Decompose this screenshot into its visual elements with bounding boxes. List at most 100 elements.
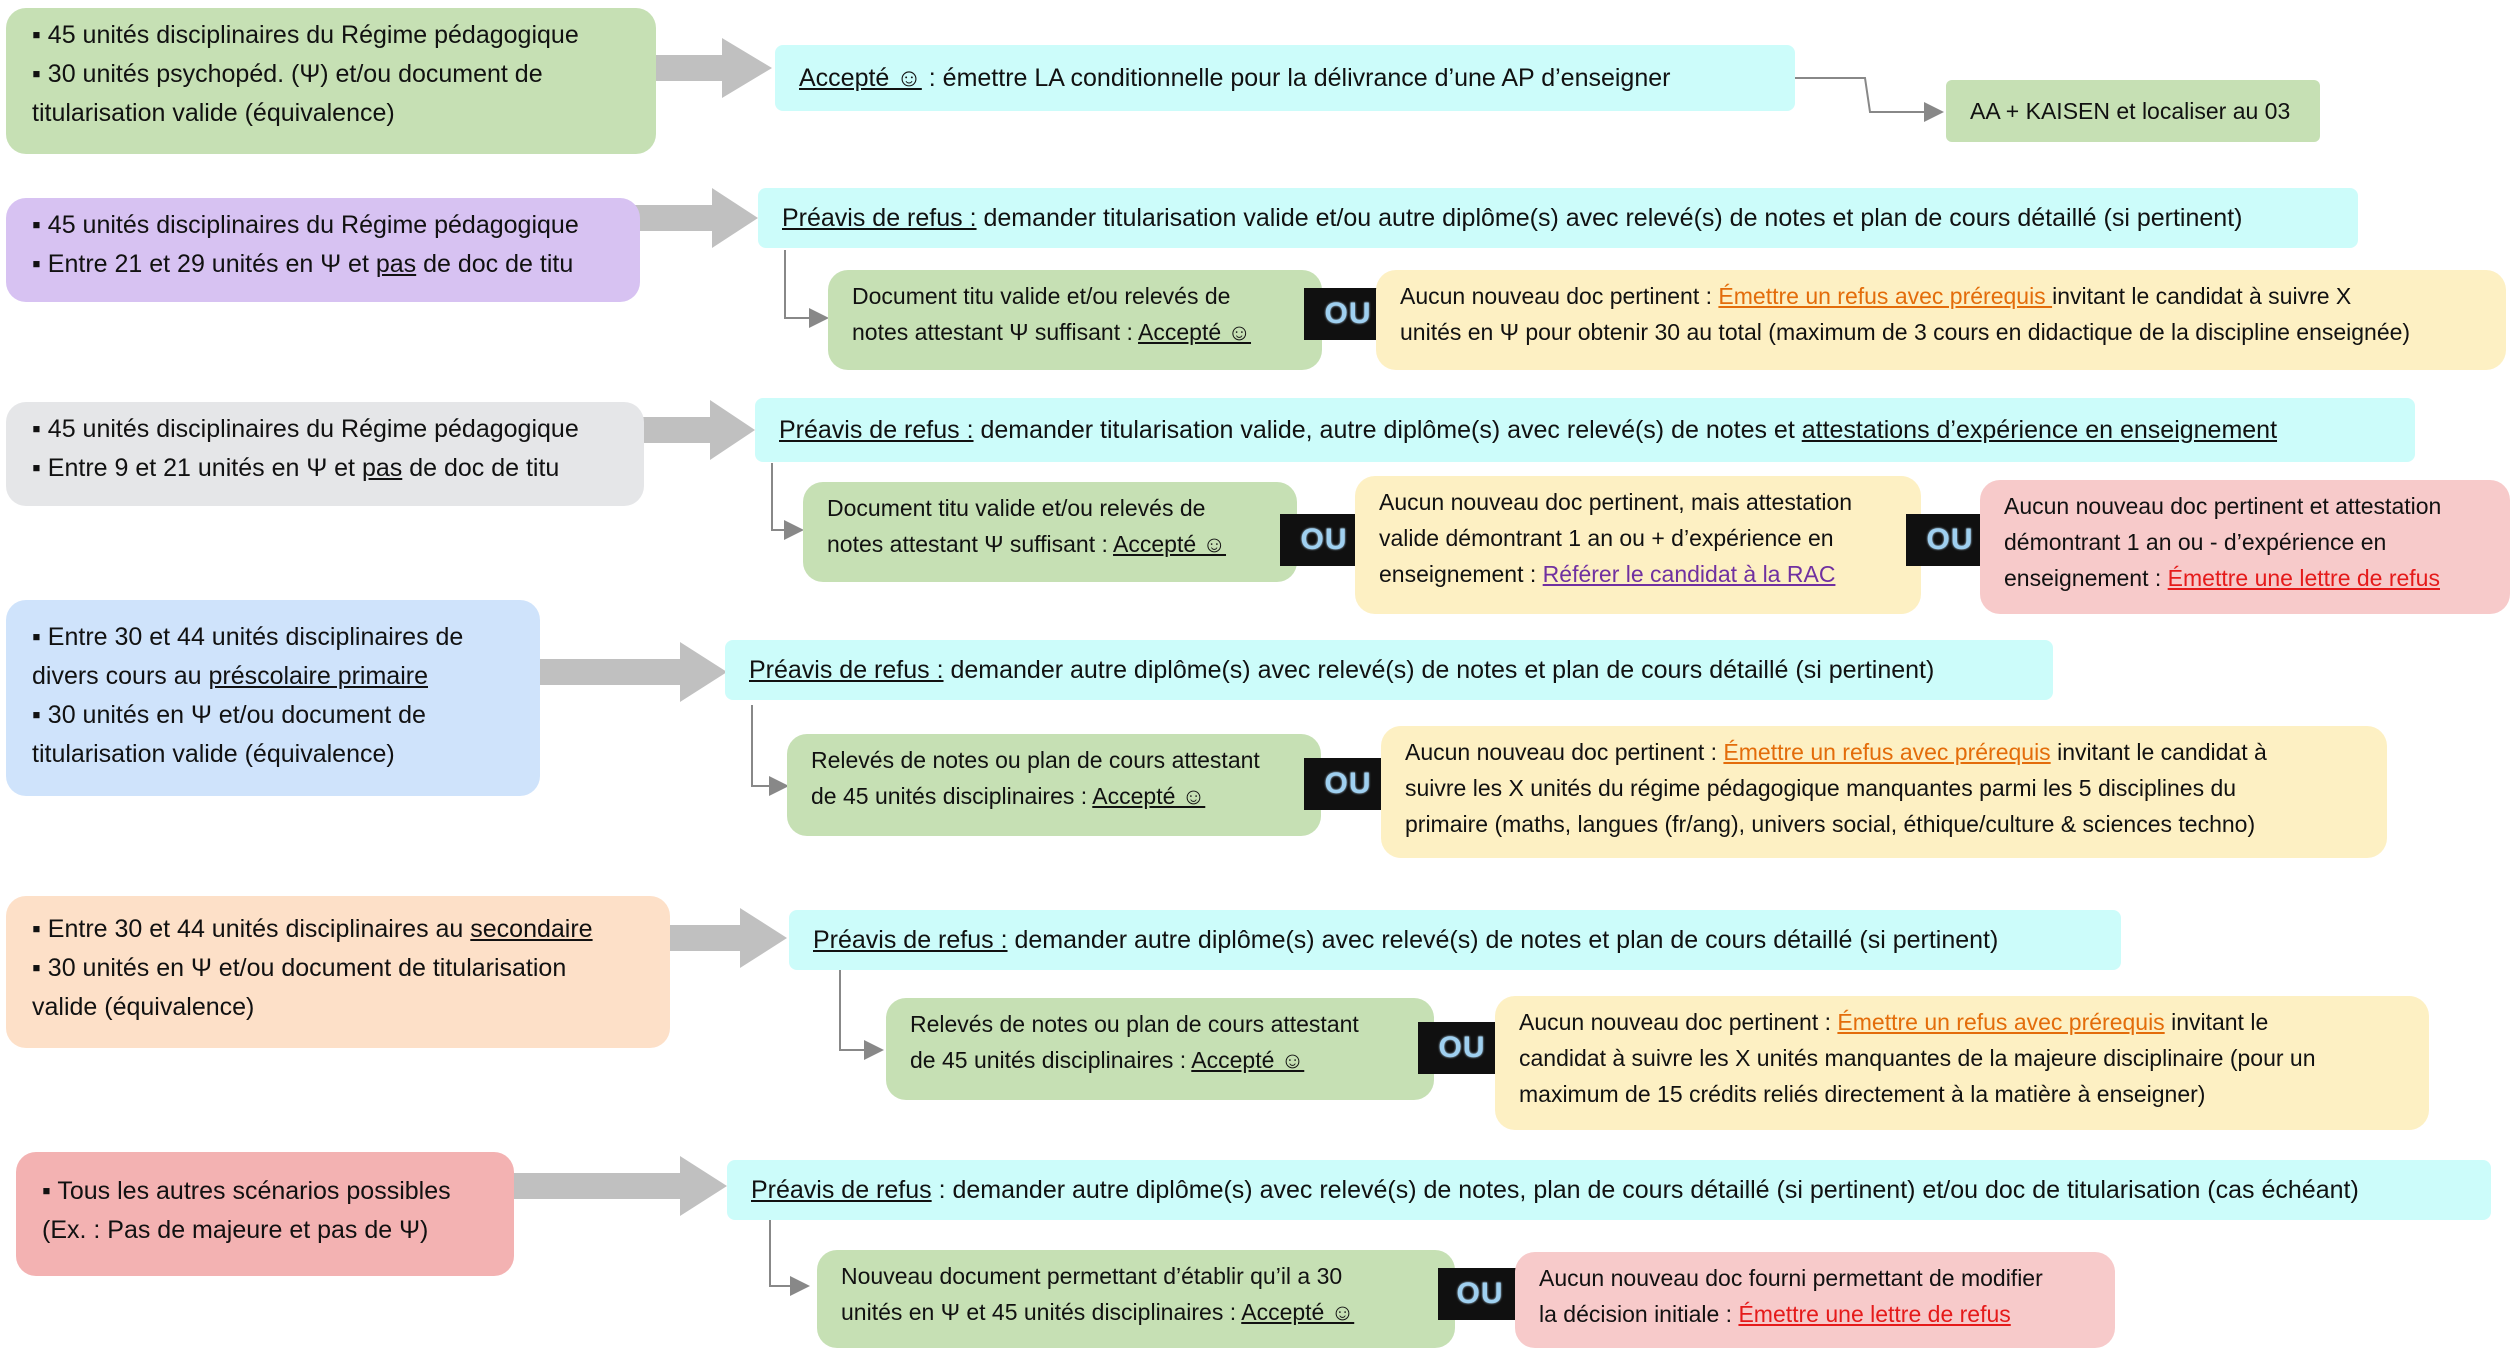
refus-prerequis-link[interactable]: Émettre un refus avec prérequis xyxy=(1723,739,2051,765)
criteria-line: titularisation valide (équivalence) xyxy=(32,99,395,127)
criteria-line: valide (équivalence) xyxy=(32,993,255,1021)
criteria-emphasis: pas xyxy=(361,454,403,482)
criteria-text: de doc de titu xyxy=(416,250,574,278)
accepted-label: Accepté ☺ xyxy=(1241,1299,1355,1325)
refusal-letter-option-6: Aucun nouveau doc fourni permettant de m… xyxy=(1515,1252,2115,1348)
criteria-box-3: ▪ 45 unités disciplinaires du Régime péd… xyxy=(6,402,644,506)
option-line: unités en Ψ pour obtenir 30 au total (ma… xyxy=(1400,319,2411,345)
accepted-option-6: Nouveau document permettant d’établir qu… xyxy=(817,1250,1455,1348)
accepted-option-3: Document titu valide et/ou relevés de no… xyxy=(803,482,1297,582)
arrow-row-6 xyxy=(502,1156,727,1216)
refus-prerequis-link[interactable]: Émettre un refus avec prérequis xyxy=(1837,1009,2165,1035)
accepted-label: Accepté ☺ xyxy=(799,63,922,92)
option-text: la décision initiale : xyxy=(1539,1301,1739,1327)
accepted-option-4: Relevés de notes ou plan de cours attest… xyxy=(787,734,1321,836)
preavis-text: demander autre diplôme(s) avec relevé(s)… xyxy=(943,655,1935,684)
option-line: Relevés de notes ou plan de cours attest… xyxy=(910,1011,1359,1037)
criteria-text: divers cours au xyxy=(32,662,209,690)
preavis-box-2: Préavis de refus : demander titularisati… xyxy=(758,188,2358,248)
preavis-text: : demander autre diplôme(s) avec relevé(… xyxy=(931,1175,2359,1204)
preavis-emphasis: attestations d’expérience en enseignemen… xyxy=(1801,415,2278,444)
option-text: Aucun nouveau doc pertinent : xyxy=(1519,1009,1838,1035)
rac-link[interactable]: Référer le candidat à la RAC xyxy=(1542,561,1836,587)
ou-badge: OU xyxy=(1906,514,1994,566)
arrow-row-2 xyxy=(630,188,758,248)
followup-text: AA + KAISEN et localiser au 03 xyxy=(1970,97,2291,124)
arrow-row-1 xyxy=(638,38,772,98)
criteria-box-6: ▪ Tous les autres scénarios possibles (E… xyxy=(16,1152,514,1276)
option-line: Aucun nouveau doc fourni permettant de m… xyxy=(1539,1265,2043,1291)
option-text: unités en Ψ et 45 unités disciplinaires … xyxy=(841,1299,1242,1325)
preavis-box-5: Préavis de refus : demander autre diplôm… xyxy=(789,910,2121,970)
option-line: Document titu valide et/ou relevés de xyxy=(852,283,1231,309)
option-line: candidat à suivre les X unités manquante… xyxy=(1519,1045,2316,1071)
criteria-box-1: ▪ 45 unités disciplinaires du Régime péd… xyxy=(6,8,656,154)
option-text: enseignement : xyxy=(2004,565,2168,591)
criteria-text: ▪ Entre 30 et 44 unités disciplinaires a… xyxy=(32,915,471,943)
option-line: Aucun nouveau doc pertinent, mais attest… xyxy=(1379,489,1853,515)
criteria-line: ▪ 45 unités disciplinaires du Régime péd… xyxy=(32,211,579,239)
criteria-line: ▪ 45 unités disciplinaires du Régime péd… xyxy=(32,21,579,49)
option-text: invitant le candidat à suivre X xyxy=(2052,283,2352,309)
option-text: Aucun nouveau doc pertinent : xyxy=(1400,283,1719,309)
preavis-box-4: Préavis de refus : demander autre diplôm… xyxy=(725,640,2053,700)
accepted-label: Accepté ☺ xyxy=(1138,319,1252,345)
option-text: Aucun nouveau doc pertinent : xyxy=(1405,739,1724,765)
criteria-box-2: ▪ 45 unités disciplinaires du Régime péd… xyxy=(6,198,640,302)
accepted-label: Accepté ☺ xyxy=(1191,1047,1305,1073)
ou-badge: OU xyxy=(1304,758,1392,810)
separator: : xyxy=(921,63,936,92)
ou-badge: OU xyxy=(1280,514,1368,566)
criteria-line: ▪ Tous les autres scénarios possibles xyxy=(42,1177,451,1205)
option-line: Nouveau document permettant d’établir qu… xyxy=(841,1263,1343,1289)
option-text: enseignement : xyxy=(1379,561,1543,587)
criteria-emphasis: secondaire xyxy=(470,915,593,943)
criteria-emphasis: préscolaire primaire xyxy=(208,662,428,690)
criteria-line: ▪ 30 unités psychopéd. (Ψ) et/ou documen… xyxy=(32,60,543,88)
arrow-row-5 xyxy=(657,908,787,968)
option-line: maximum de 15 crédits reliés directement… xyxy=(1519,1081,2206,1107)
refus-prerequis-link[interactable]: Émettre un refus avec prérequis xyxy=(1718,283,2053,309)
option-text: notes attestant Ψ suffisant : xyxy=(827,531,1114,557)
accepted-label: Accepté ☺ xyxy=(1113,531,1227,557)
option-line: Document titu valide et/ou relevés de xyxy=(827,495,1206,521)
preavis-label: Préavis de refus : xyxy=(749,655,944,684)
accepted-label: Accepté ☺ xyxy=(1092,783,1206,809)
followup-box: AA + KAISEN et localiser au 03 xyxy=(1946,80,2320,142)
criteria-line: ▪ 45 unités disciplinaires du Régime péd… xyxy=(32,415,579,443)
refusal-option-2: Aucun nouveau doc pertinent : Émettre un… xyxy=(1376,270,2506,370)
criteria-line: (Ex. : Pas de majeure et pas de Ψ) xyxy=(42,1216,429,1244)
option-text: invitant le candidat à xyxy=(2050,739,2267,765)
arrow-row-4 xyxy=(527,642,727,702)
refusal-option-5: Aucun nouveau doc pertinent : Émettre un… xyxy=(1495,996,2429,1130)
refusal-letter-link[interactable]: Émettre une lettre de refus xyxy=(2167,565,2440,591)
option-line: suivre les X unités du régime pédagogiqu… xyxy=(1405,775,2237,801)
criteria-text: ▪ Entre 9 et 21 unités en Ψ et xyxy=(32,454,362,482)
option-line: démontrant 1 an ou - d’expérience en xyxy=(2004,529,2387,555)
result-text: émettre LA conditionnelle pour la délivr… xyxy=(935,63,1671,92)
option-line: Relevés de notes ou plan de cours attest… xyxy=(811,747,1260,773)
preavis-label: Préavis de refus xyxy=(751,1175,932,1204)
option-text: de 45 unités disciplinaires : xyxy=(811,783,1093,809)
preavis-box-3: Préavis de refus : demander titularisati… xyxy=(755,398,2415,462)
criteria-box-4: ▪ Entre 30 et 44 unités disciplinaires d… xyxy=(6,600,540,796)
criteria-line: ▪ 30 unités en Ψ et/ou document de titul… xyxy=(32,954,567,982)
refusal-option-4: Aucun nouveau doc pertinent : Émettre un… xyxy=(1381,726,2387,858)
preavis-box-6: Préavis de refus : demander autre diplôm… xyxy=(727,1160,2491,1220)
refusal-letter-link[interactable]: Émettre une lettre de refus xyxy=(1738,1301,2011,1327)
accepted-option-2: Document titu valide et/ou relevés de no… xyxy=(828,270,1322,370)
criteria-line: ▪ Entre 30 et 44 unités disciplinaires d… xyxy=(32,623,464,651)
accepted-option-5: Relevés de notes ou plan de cours attest… xyxy=(886,998,1434,1100)
criteria-line: ▪ 30 unités en Ψ et/ou document de xyxy=(32,701,426,729)
preavis-text: demander titularisation valide, autre di… xyxy=(973,415,1802,444)
criteria-emphasis: pas xyxy=(375,250,417,278)
criteria-box-5: ▪ Entre 30 et 44 unités disciplinaires a… xyxy=(6,896,670,1048)
criteria-line: titularisation valide (équivalence) xyxy=(32,740,395,768)
option-line: valide démontrant 1 an ou + d’expérience… xyxy=(1379,525,1834,551)
ou-badge: OU xyxy=(1438,1268,1522,1320)
preavis-text: demander titularisation valide et/ou aut… xyxy=(976,203,2243,232)
option-text: de 45 unités disciplinaires : xyxy=(910,1047,1192,1073)
option-text: invitant le xyxy=(2164,1009,2269,1035)
preavis-label: Préavis de refus : xyxy=(782,203,977,232)
option-line: Aucun nouveau doc pertinent et attestati… xyxy=(2004,493,2442,519)
